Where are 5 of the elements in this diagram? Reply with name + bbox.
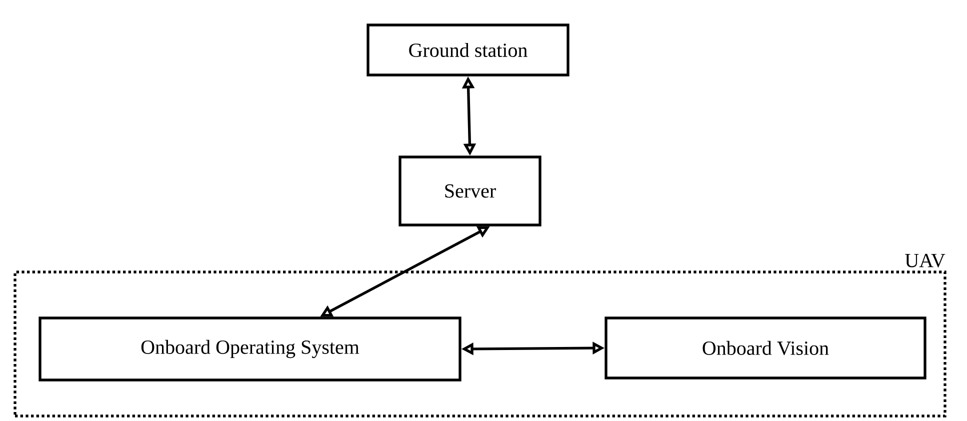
process-box: Onboard Vision: [604, 316, 926, 380]
process-box: Ground station: [366, 24, 570, 76]
process-box: Server: [398, 156, 542, 226]
process-box: Onboard Operating System: [38, 316, 462, 382]
group-label: UAV: [905, 254, 946, 268]
